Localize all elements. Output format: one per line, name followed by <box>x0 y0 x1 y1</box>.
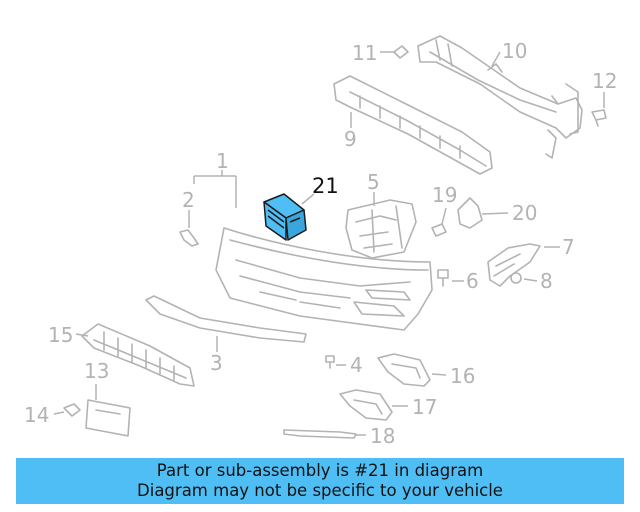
part-8-nut <box>510 272 522 284</box>
part-7-side-bracket <box>487 243 541 287</box>
part-11-bolt <box>393 45 409 59</box>
callout-1: 1 <box>216 149 229 173</box>
caption-line-2: Diagram may not be specific to your vehi… <box>137 481 503 500</box>
part-4-screw <box>325 355 335 369</box>
part-6-screw <box>437 269 449 287</box>
part-12-clip <box>591 109 607 127</box>
callout-16: 16 <box>450 364 475 388</box>
callout-4: 4 <box>350 353 363 377</box>
callout-17: 17 <box>412 395 437 419</box>
part-2-clip <box>179 229 199 247</box>
part-17-lamp-trim <box>339 389 393 421</box>
callout-6: 6 <box>466 269 479 293</box>
part-14-clip <box>63 403 81 417</box>
part-16-lamp-trim <box>377 353 431 387</box>
callout-9: 9 <box>344 127 357 151</box>
part-21-module-highlighted <box>263 193 307 241</box>
callout-7: 7 <box>562 235 575 259</box>
leader-lines <box>53 51 605 436</box>
callout-8: 8 <box>540 269 553 293</box>
part-10-reinforcement-bar <box>417 35 583 159</box>
part-20-mount <box>457 197 483 229</box>
callout-12: 12 <box>592 69 617 93</box>
callout-20: 20 <box>512 201 537 225</box>
callout-18: 18 <box>370 424 395 448</box>
callout-10: 10 <box>502 39 527 63</box>
part-5-bracket <box>345 199 417 259</box>
callout-19: 19 <box>432 183 457 207</box>
callout-3: 3 <box>210 351 223 375</box>
caption-banner: Part or sub-assembly is #21 in diagram D… <box>16 458 624 504</box>
part-13-plate-bracket <box>85 399 131 437</box>
part-1-bumper-cover <box>215 227 433 331</box>
part-15-lower-grille <box>81 323 195 387</box>
caption-line-1: Part or sub-assembly is #21 in diagram <box>156 461 484 480</box>
callout-21-highlighted: 21 <box>312 174 339 198</box>
part-9-impact-absorber <box>333 75 493 175</box>
callout-2: 2 <box>182 188 195 212</box>
part-18-molding <box>283 429 357 439</box>
part-3-spoiler <box>145 295 307 343</box>
part-19-plug <box>431 223 447 237</box>
callout-14: 14 <box>24 403 49 427</box>
callout-5: 5 <box>367 170 380 194</box>
callout-15: 15 <box>48 323 73 347</box>
callout-13: 13 <box>84 359 109 383</box>
callout-11: 11 <box>352 41 377 65</box>
